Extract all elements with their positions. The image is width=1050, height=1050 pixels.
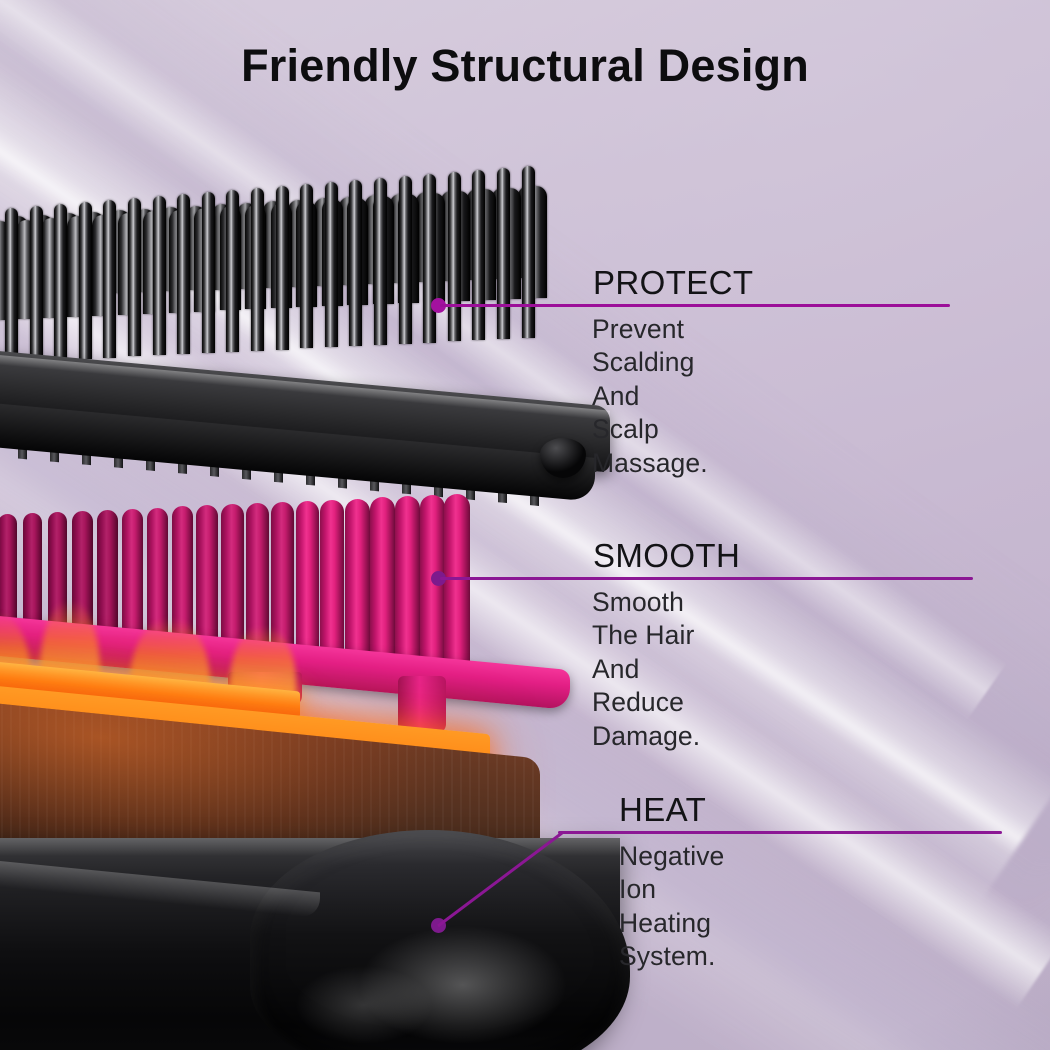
leader-line-heat xyxy=(558,831,1002,834)
callout-title-protect: PROTECT xyxy=(593,264,754,301)
callout-desc-smooth: Smooth The Hair And Reduce Damage. xyxy=(592,587,701,751)
pink-tooth xyxy=(270,501,295,657)
bristle xyxy=(275,186,289,350)
bristle xyxy=(349,180,363,347)
bristle xyxy=(472,170,486,341)
page-title: Friendly Structural Design xyxy=(241,40,809,91)
bristle xyxy=(201,192,215,353)
leader-line-smooth xyxy=(440,577,973,580)
bristle xyxy=(103,200,117,358)
pink-tooth xyxy=(345,498,370,660)
bristle xyxy=(521,166,535,338)
pink-tooth xyxy=(0,514,17,644)
pink-tooth xyxy=(22,513,43,645)
pink-tooth xyxy=(221,504,244,654)
bristle xyxy=(497,168,510,340)
bristle xyxy=(128,198,141,357)
pink-tooth xyxy=(246,503,269,655)
bristle xyxy=(374,178,387,345)
bristle xyxy=(447,172,461,342)
bristle xyxy=(177,194,191,355)
pink-tooth xyxy=(97,509,118,649)
pink-tooth xyxy=(295,500,320,658)
pink-tooth xyxy=(394,496,420,662)
pink-tooth xyxy=(196,505,219,653)
bristle xyxy=(251,188,264,351)
bristle xyxy=(78,202,92,359)
bristle xyxy=(5,208,18,363)
callout-title-heat: HEAT xyxy=(619,791,707,828)
leader-line-protect xyxy=(440,304,950,307)
leader-dot-smooth xyxy=(431,571,446,586)
pink-tooth xyxy=(171,506,194,652)
leader-dot-protect xyxy=(431,298,446,313)
bristle xyxy=(29,206,43,362)
bristle xyxy=(300,184,314,349)
bristle xyxy=(54,204,68,360)
leader-diagonal-heat xyxy=(437,831,563,928)
callout-desc-protect: Prevent Scalding And Scalp Massage. xyxy=(592,314,708,478)
bristle xyxy=(423,174,437,343)
black-bristle-comb xyxy=(0,150,600,420)
bristle xyxy=(226,190,240,352)
bristle xyxy=(152,196,166,356)
pink-tooth xyxy=(146,507,169,651)
bristle xyxy=(398,176,412,344)
pink-tooth xyxy=(122,508,143,650)
callout-title-smooth: SMOOTH xyxy=(593,537,741,574)
bristle xyxy=(324,182,338,348)
pink-tooth xyxy=(320,499,345,659)
black-base-knob xyxy=(540,438,586,478)
pink-tooth xyxy=(370,497,395,661)
callout-desc-heat: Negative Ion Heating System. xyxy=(619,841,725,972)
